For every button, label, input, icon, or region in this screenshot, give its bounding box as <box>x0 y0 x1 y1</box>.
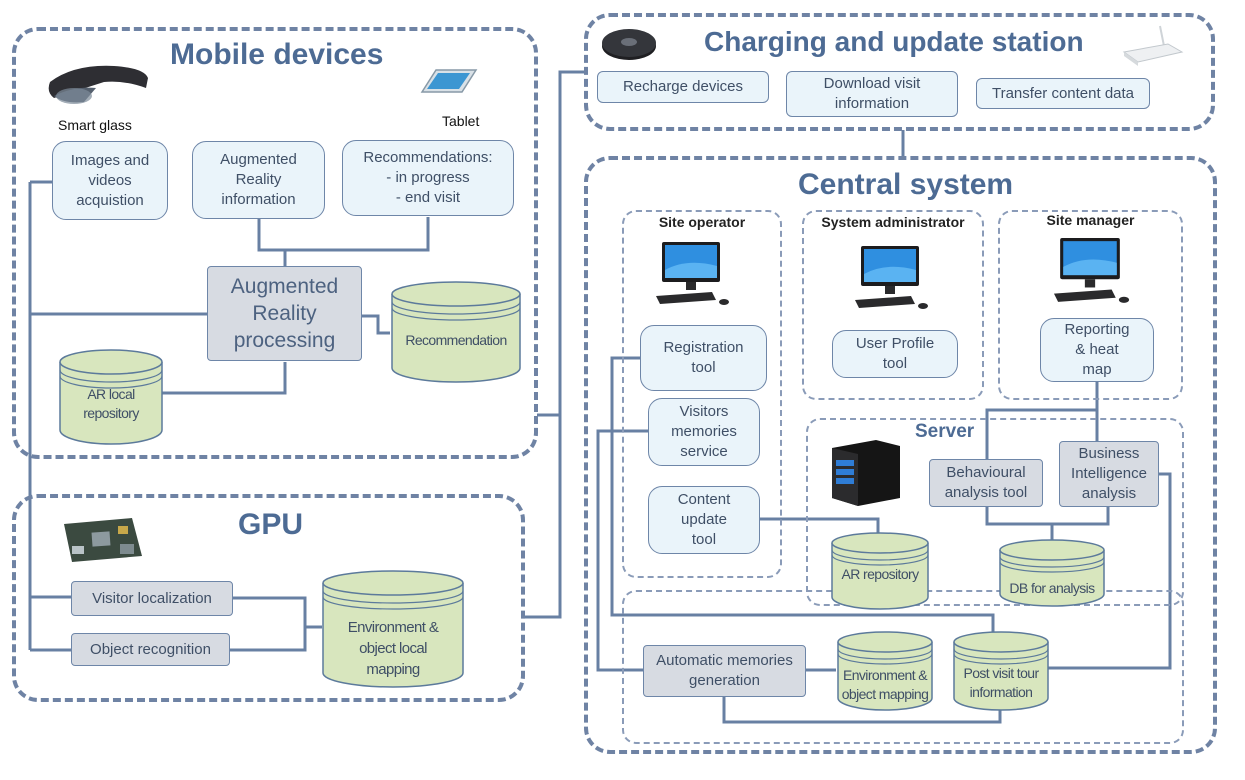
db-for-analysis <box>998 538 1106 613</box>
site-operator-title: Site operator <box>658 214 746 230</box>
gpu-board-icon <box>62 516 144 569</box>
connector <box>162 362 287 395</box>
ar-processing-box: Augmented Reality processing <box>207 266 362 361</box>
charging-station-group <box>584 13 1215 131</box>
server-title: Server <box>915 421 975 442</box>
mobile-devices-title: Mobile devices <box>170 38 384 71</box>
tablet-icon <box>418 66 478 101</box>
smart-glass-icon <box>44 60 152 113</box>
site-manager-title: Site manager <box>1046 212 1135 228</box>
mobile-devices-group <box>12 27 538 459</box>
central-system-group <box>584 156 1217 754</box>
gpu-title: GPU <box>238 508 304 541</box>
env-object-local-mapping-label: Environment & object local mapping <box>347 618 439 678</box>
visitors-memories-service-box: Visitors memories service <box>648 398 760 466</box>
connector <box>257 217 430 252</box>
connector <box>760 517 880 537</box>
server-tower-icon <box>828 438 904 511</box>
connector <box>362 314 390 335</box>
transfer-content-data-box: Transfer content data <box>976 78 1150 109</box>
desktop-computer-icon <box>652 240 730 313</box>
augmented-reality-information: Augmented Reality information <box>192 141 325 219</box>
connector <box>522 70 585 619</box>
images-videos-acquisition: Images and videos acquistion <box>52 141 168 220</box>
smart-glass-caption: Smart glass <box>58 117 132 133</box>
post-visit-tour-label: Post visit tour information <box>963 665 1039 700</box>
ar-local-repository-db <box>58 348 164 451</box>
post-visit-tour-db <box>952 630 1050 717</box>
desktop-computer-icon <box>1048 236 1132 311</box>
user-profile-tool-box: User Profile tool <box>832 330 958 378</box>
desktop-computer-icon <box>851 244 929 317</box>
business-intelligence-box: Business Intelligence analysis <box>1059 441 1159 507</box>
env-object-mapping-label: Environment & object mapping <box>841 667 929 702</box>
content-update-tool-box: Content update tool <box>648 486 760 554</box>
connector <box>233 596 322 629</box>
connector <box>985 506 1054 543</box>
recommendation-db-label: Recommendation <box>405 331 507 348</box>
reporting-heat-map-box: Reporting & heat map <box>1040 318 1154 382</box>
recharge-devices-box: Recharge devices <box>597 71 769 103</box>
charging-station-title: Charging and update station <box>704 26 1084 57</box>
connector <box>1052 506 1110 526</box>
system-admin-title: System administrator <box>821 214 965 230</box>
ar-repository-db <box>830 531 930 616</box>
server-group <box>806 418 1184 606</box>
connector <box>1032 472 1172 670</box>
recommendation-db <box>390 280 522 389</box>
central-system-title: Central system <box>798 168 1014 201</box>
download-visit-information-box: Download visit information <box>786 71 958 117</box>
site-manager-group <box>998 210 1183 400</box>
automatic-memories-generation-box: Automatic memories generation <box>643 645 806 697</box>
recommendations-box: Recommendations: - in progress - end vis… <box>342 140 514 216</box>
db-for-analysis-label: DB for analysis <box>1009 579 1095 596</box>
env-object-local-mapping-db <box>321 569 465 694</box>
object-recognition-box: Object recognition <box>71 633 230 666</box>
registration-tool-box: Registration tool <box>640 325 767 391</box>
tablet-caption: Tablet <box>442 113 480 129</box>
behavioural-analysis-tool-box: Behavioural analysis tool <box>929 459 1043 507</box>
connector <box>230 627 307 652</box>
site-operator-group <box>622 210 782 578</box>
ar-local-repository-label: AR local repository <box>83 386 139 421</box>
connector <box>610 356 995 635</box>
env-object-mapping-db <box>836 630 934 717</box>
system-admin-group <box>802 210 984 400</box>
wifi-router-icon <box>1120 22 1184 71</box>
charging-pad-icon <box>600 24 658 69</box>
visitor-localization-box: Visitor localization <box>71 581 233 616</box>
ar-repository-label: AR repository <box>841 565 919 582</box>
connector <box>985 382 1099 460</box>
gpu-group <box>12 494 525 702</box>
connector <box>722 697 1002 724</box>
